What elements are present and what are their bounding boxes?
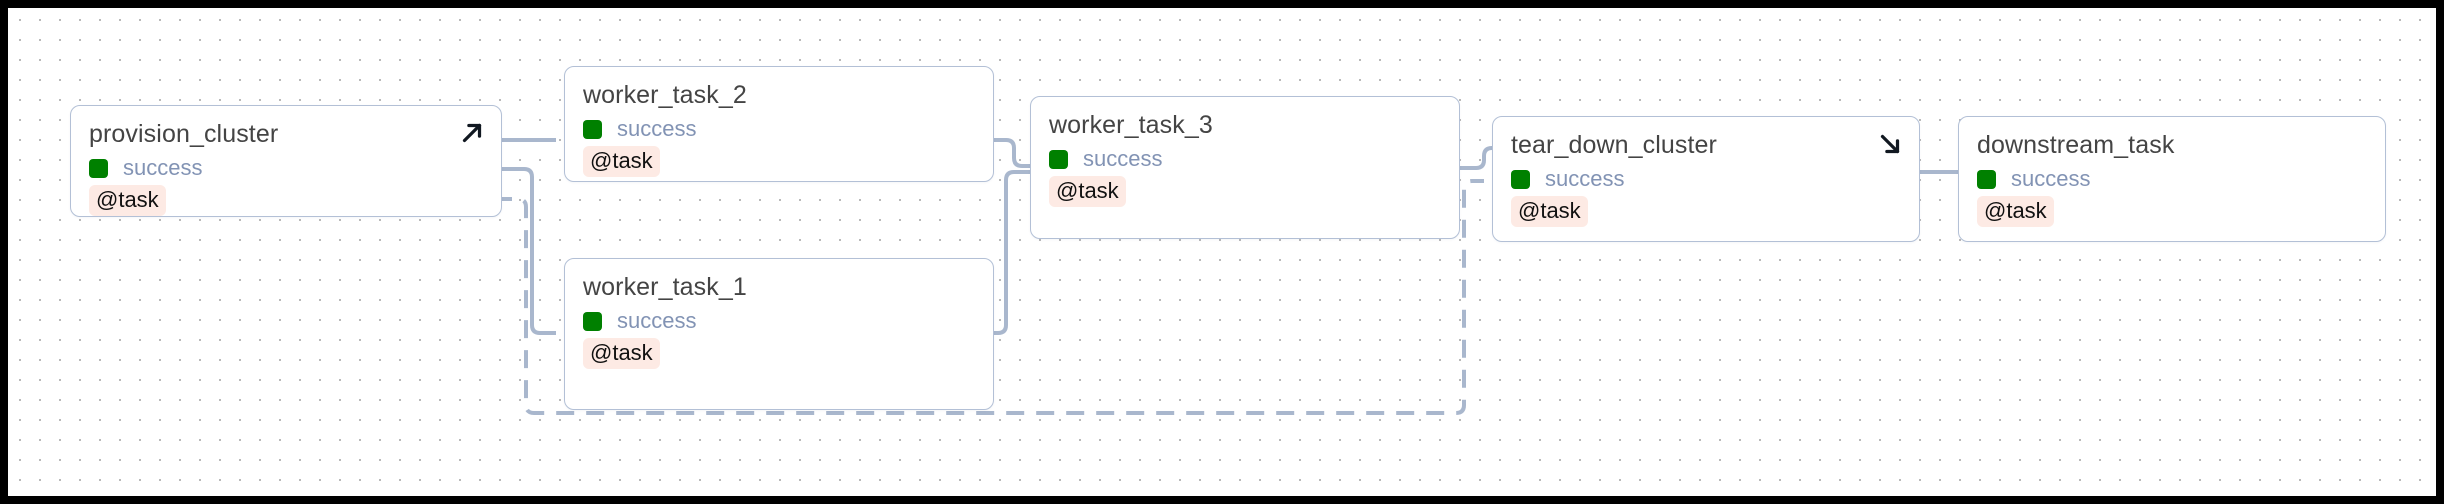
node-badge-row: @task [89, 185, 483, 216]
node-badge-row: @task [1049, 176, 1441, 207]
graph-node-provision-cluster[interactable]: provision_cluster success @task [70, 105, 502, 217]
node-title: downstream_task [1977, 131, 2175, 159]
node-status-row: success [1977, 166, 2367, 192]
node-status-label: success [617, 116, 697, 141]
graph-canvas[interactable]: provision_cluster success @task worker_t… [8, 8, 2436, 496]
node-status-label: success [123, 155, 203, 180]
node-badge-row: @task [583, 338, 975, 369]
node-title: worker_task_1 [583, 273, 747, 301]
operator-badge: @task [1977, 196, 2054, 227]
node-title: worker_task_3 [1049, 111, 1213, 139]
arrow-down-right-icon[interactable] [1875, 129, 1905, 159]
operator-badge: @task [583, 338, 660, 369]
node-status-row: success [1511, 166, 1901, 192]
status-success-swatch-icon [583, 311, 602, 331]
status-success-swatch-icon [1511, 169, 1530, 189]
node-status-row: success [89, 155, 483, 181]
node-badge-row: @task [583, 146, 975, 177]
node-status-row: success [1049, 146, 1441, 172]
graph-node-worker-task-3[interactable]: worker_task_3 success @task [1030, 96, 1460, 239]
graph-node-worker-task-2[interactable]: worker_task_2 success @task [564, 66, 994, 182]
node-status-label: success [1545, 166, 1625, 191]
node-status-label: success [617, 308, 697, 333]
arrow-up-right-icon[interactable] [457, 118, 487, 148]
status-success-swatch-icon [1977, 169, 1996, 189]
node-badge-row: @task [1511, 196, 1901, 227]
operator-badge: @task [1511, 196, 1588, 227]
edge-provision_cluster-worker_task_1 [494, 167, 556, 335]
graph-node-downstream-task[interactable]: downstream_task success @task [1958, 116, 2386, 242]
operator-badge: @task [89, 185, 166, 216]
node-title: tear_down_cluster [1511, 131, 1717, 159]
node-title: worker_task_2 [583, 81, 747, 109]
node-status-label: success [2011, 166, 2091, 191]
operator-badge: @task [1049, 176, 1126, 207]
graph-node-tear-down-cluster[interactable]: tear_down_cluster success @task [1492, 116, 1920, 242]
node-badge-row: @task [1977, 196, 2367, 227]
edge-layer [494, 138, 1958, 415]
node-title: provision_cluster [89, 120, 279, 148]
node-status-row: success [583, 116, 975, 142]
status-success-swatch-icon [583, 119, 602, 139]
graph-node-worker-task-1[interactable]: worker_task_1 success @task [564, 258, 994, 410]
status-success-swatch-icon [89, 158, 108, 178]
operator-badge: @task [583, 146, 660, 177]
node-status-row: success [583, 308, 975, 334]
node-status-label: success [1083, 146, 1163, 171]
status-success-swatch-icon [1049, 149, 1068, 169]
